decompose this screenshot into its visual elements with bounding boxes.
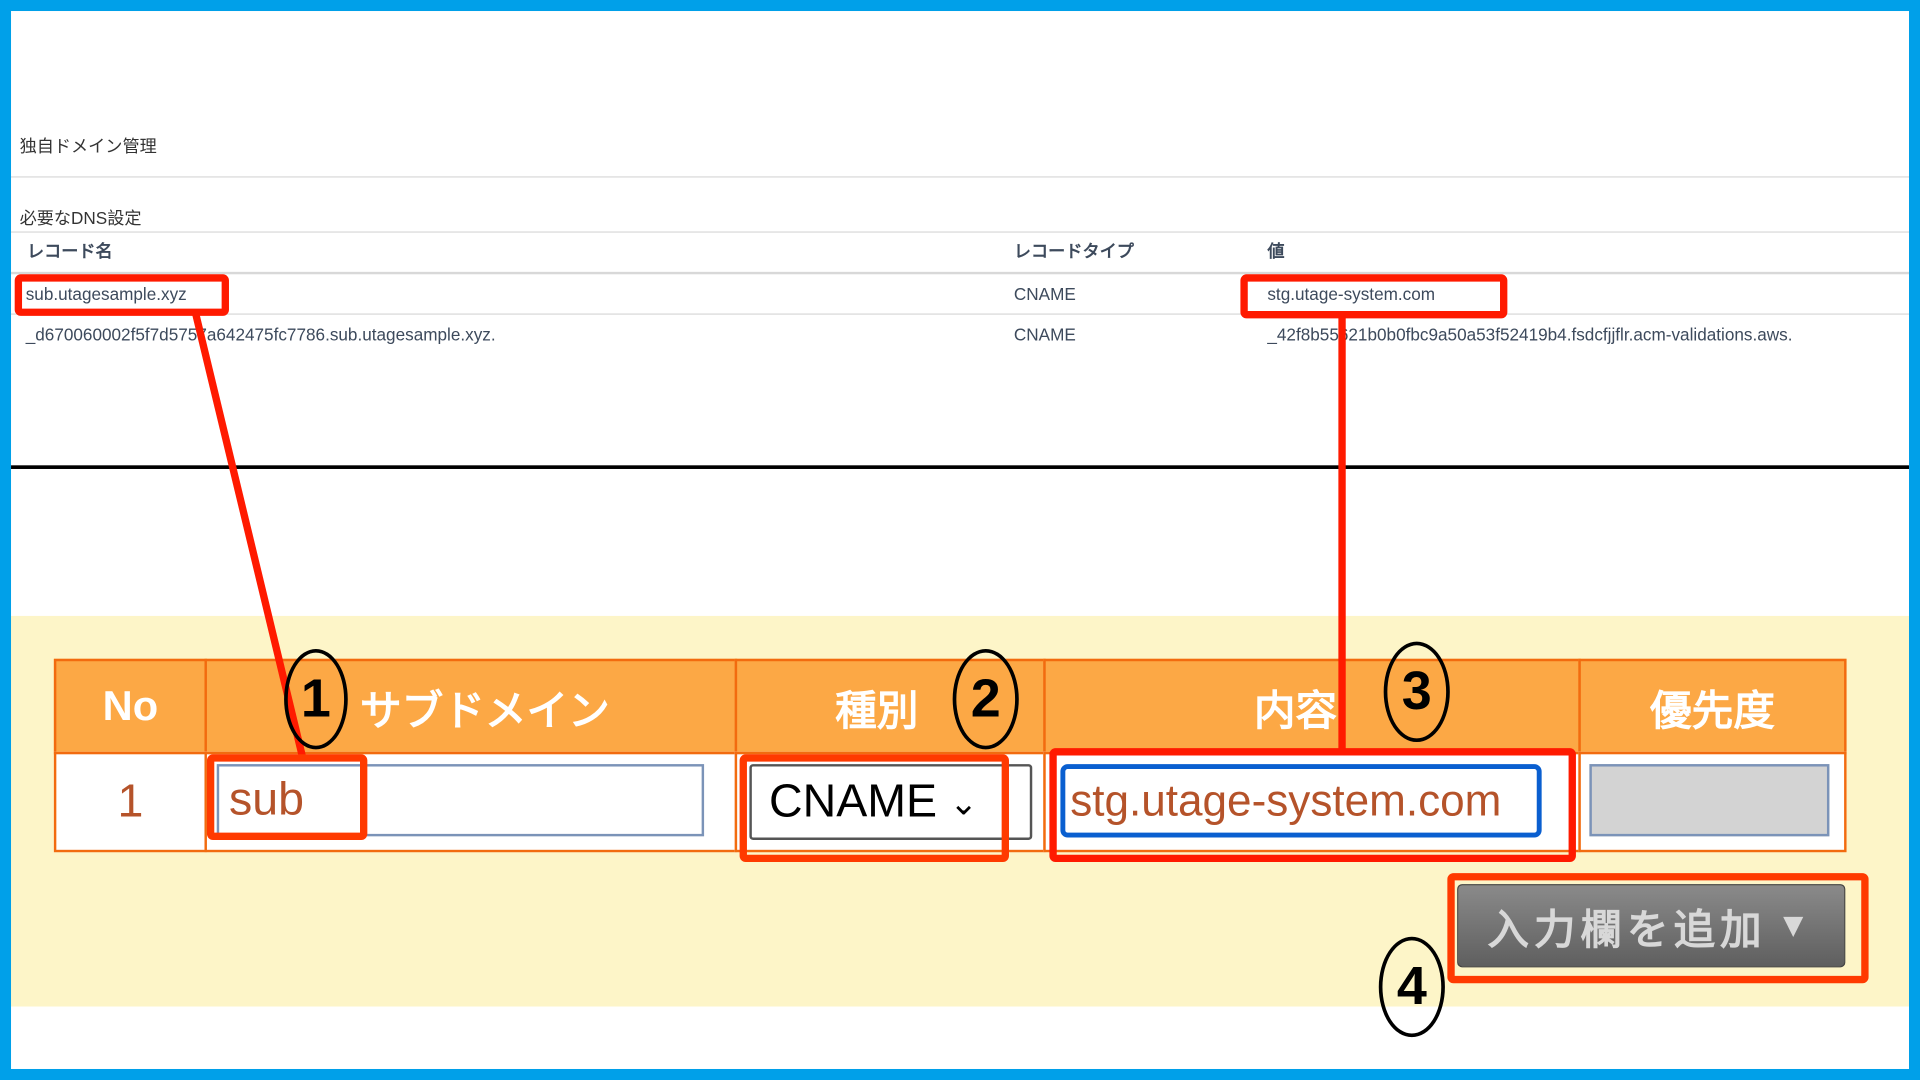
header-value: 値 (1267, 241, 1285, 261)
row1-type: CNAME (1013, 284, 1076, 304)
annotation-box-record-name (14, 274, 229, 316)
annotation-box-content (1049, 748, 1576, 863)
marker-1: 1 (284, 648, 348, 750)
page-title: 独自ドメイン管理 (19, 135, 157, 156)
row1-name: sub.utagesample.xyz (25, 284, 187, 304)
divider (11, 271, 1909, 275)
chevron-down-icon: ⌄ (949, 783, 979, 822)
divider (11, 231, 1909, 233)
subdomain-input[interactable]: sub (216, 764, 705, 837)
divider (11, 313, 1909, 315)
add-input-row-button[interactable]: 入力欄を追加 ▼ (1457, 884, 1846, 968)
marker-2: 2 (952, 648, 1019, 750)
row1-value: stg.utage-system.com (1267, 284, 1436, 304)
type-select-value: CNAME (768, 775, 938, 828)
annotation-box-add-button (1447, 873, 1869, 984)
header-no: No (53, 658, 207, 755)
section-label: 必要なDNS設定 (19, 208, 142, 228)
header-record-type: レコードタイプ (1013, 241, 1134, 261)
marker-4: 4 (1378, 936, 1445, 1038)
header-priority: 優先度 (1578, 658, 1847, 755)
divider (11, 176, 1909, 178)
annotation-box-record-value (1240, 274, 1508, 319)
type-select[interactable]: CNAME ⌄ (749, 764, 1033, 841)
row2-type: CNAME (1013, 324, 1076, 345)
annotation-box-subdomain (206, 754, 368, 841)
row2-value: _42f8b55621b0b0fbc9a50a53f52419b4.fsdcfj… (1267, 324, 1793, 345)
add-button-label: 入力欄を追加 (1487, 906, 1767, 954)
marker-3: 3 (1383, 641, 1450, 743)
row2-name: _d670060002f5f7d5757a642475fc7786.sub.ut… (25, 324, 496, 345)
row-number: 1 (53, 751, 207, 853)
annotation-box-type (739, 754, 1009, 863)
content-input[interactable]: stg.utage-system.com (1060, 764, 1542, 838)
header-record-name: レコード名 (26, 241, 113, 261)
separator-line (11, 465, 1909, 469)
header-content: 内容 (1043, 658, 1581, 755)
triangle-down-icon: ▼ (1776, 906, 1816, 945)
priority-input[interactable] (1589, 764, 1830, 837)
